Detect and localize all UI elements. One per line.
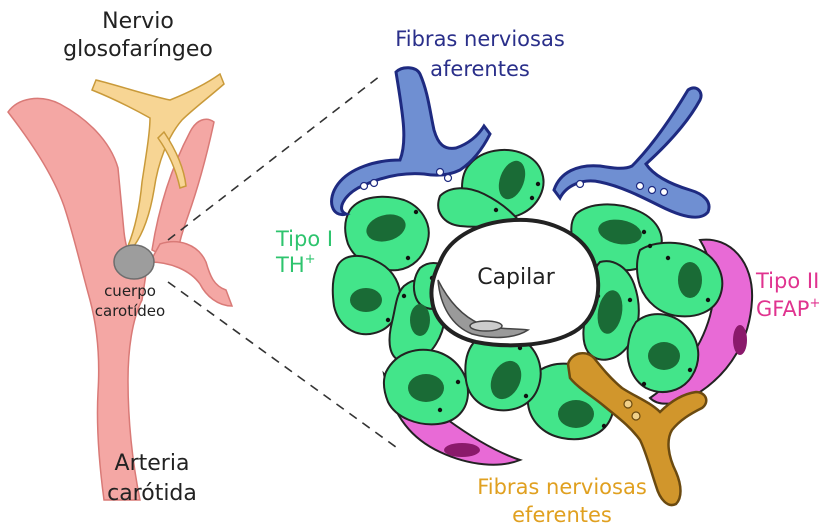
type-ii-superscript: + [809,296,820,311]
vesicle-dot [414,210,418,214]
type-i-nucleus [558,400,594,428]
type-i-marker: TH [275,253,305,277]
type-ii-nucleus [733,325,747,355]
vesicle-dot [666,256,670,260]
artery-side-branch [150,242,232,306]
afferent-fiber-right [554,88,709,217]
vesicle-dot [628,298,632,302]
nerve-label-line1: Nervio [102,9,174,34]
efferent-vesicle [624,400,632,408]
type-i-nucleus [408,374,444,402]
afferent-vesicle [445,175,452,182]
carotid-body-label-line1: cuerpo [104,282,156,300]
afferent-vesicle [577,181,584,188]
afferent-vesicle [361,183,368,190]
vesicle-dot [648,244,652,248]
capillary-label: Capilar [477,265,556,290]
afferent-label-line1: Fibras nerviosas [395,27,565,51]
artery-label-line1: Arteria [115,451,190,476]
afferent-vesicle [649,187,656,194]
vesicle-dot [438,408,442,412]
vesicle-dot [642,230,646,234]
vesicle-dot [536,182,540,186]
type-ii-label-line1: Tipo II [755,269,819,293]
type-ii-marker: GFAP [756,297,809,321]
afferent-vesicle [661,189,668,196]
type-i-superscript: + [305,252,316,267]
nerve-label-line2: glosofaríngeo [63,37,213,62]
vesicle-dot [602,424,606,428]
carotid-body [114,245,154,279]
type-ii-nucleus [444,443,480,457]
type-i-label-line1: Tipo I [275,227,333,251]
efferent-vesicle [632,412,640,420]
capillary-endothelium-nucleus [470,321,502,331]
vesicle-dot [406,256,410,260]
carotid-body-label-line2: carotídeo [95,302,165,320]
vesicle-dot [456,380,460,384]
type-i-nucleus [410,304,430,336]
artery-label-line2: carótida [107,481,197,506]
afferent-vesicle [371,180,378,187]
type-i-label-line2: TH+ [275,252,316,277]
vesicle-dot [494,208,498,212]
vesicle-dot [688,368,692,372]
efferent-label-line2: eferentes [512,503,612,527]
vesicle-dot [642,382,646,386]
afferent-vesicle [637,183,644,190]
type-ii-label-line2: GFAP+ [756,296,820,321]
afferent-label-line2: aferentes [430,57,530,81]
vesicle-dot [530,196,534,200]
vesicle-dot [706,298,710,302]
efferent-label-line1: Fibras nerviosas [477,475,647,499]
type-i-nucleus [648,342,680,370]
vesicle-dot [524,394,528,398]
vesicle-dot [402,294,406,298]
type-i-nucleus [350,288,382,312]
vesicle-dot [386,318,390,322]
afferent-vesicle [437,169,444,176]
type-i-nucleus [678,262,702,298]
